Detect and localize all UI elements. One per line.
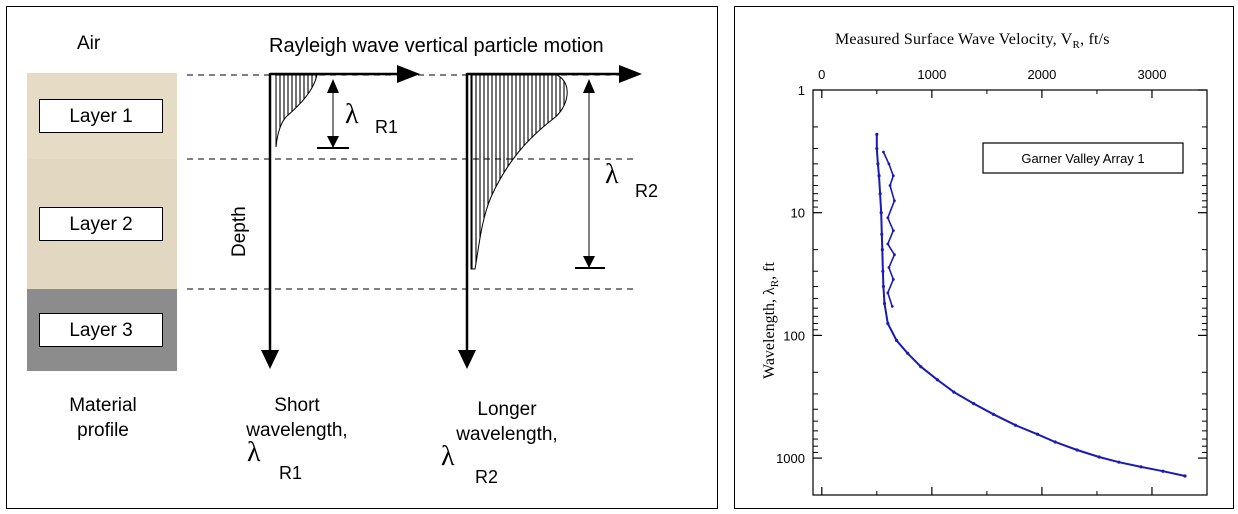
y-tick-label: 1000 bbox=[776, 451, 805, 466]
branch-data-point bbox=[886, 291, 890, 295]
y-tick-label: 100 bbox=[783, 328, 805, 343]
lambda-r1-up-arrow-icon bbox=[327, 79, 339, 93]
data-point bbox=[906, 351, 910, 355]
branch-data-point bbox=[887, 266, 891, 269]
data-point bbox=[1139, 465, 1143, 469]
plot-frame bbox=[812, 89, 1208, 496]
longer-lambda-symbol: λ bbox=[441, 441, 455, 472]
lambda-r2-symbol: λ bbox=[605, 159, 619, 190]
series-main-line bbox=[875, 134, 1186, 477]
data-point bbox=[1097, 455, 1101, 459]
diagram-header: Rayleigh wave vertical particle motion bbox=[269, 35, 604, 57]
lambda-r1-symbol: λ bbox=[345, 99, 359, 130]
data-point bbox=[875, 132, 879, 136]
data-point bbox=[935, 378, 939, 382]
data-point bbox=[919, 365, 923, 369]
lambda-r2-up-arrow-icon bbox=[583, 79, 595, 93]
data-point bbox=[991, 412, 996, 416]
x-tick-label: 3000 bbox=[1138, 67, 1167, 82]
x-tick-label: 2000 bbox=[1027, 67, 1056, 82]
data-point bbox=[876, 162, 880, 166]
data-point bbox=[952, 390, 956, 394]
branch-data-point bbox=[887, 162, 891, 166]
data-point bbox=[880, 248, 884, 252]
branch-data-point bbox=[886, 242, 890, 246]
motion-axis-2-arrow-icon bbox=[619, 65, 642, 83]
legend-label: Garner Valley Array 1 bbox=[1021, 151, 1144, 166]
particle-motion-drawing bbox=[187, 65, 642, 369]
depth-axis-2-arrow-icon bbox=[458, 350, 476, 369]
depth-label: Depth bbox=[229, 206, 250, 257]
short-lambda-subscript: R1 bbox=[279, 463, 303, 483]
short-wavelength-caption: Short wavelength, bbox=[227, 393, 367, 443]
top-axis-title-unit: , ft/s bbox=[1080, 31, 1110, 48]
branch-data-point bbox=[891, 174, 895, 178]
data-point bbox=[1075, 448, 1079, 452]
data-point bbox=[1013, 423, 1018, 427]
velocity-chart-panel: Measured Surface Wave Velocity, VR, ft/s… bbox=[734, 6, 1234, 509]
branch-data-point bbox=[886, 216, 890, 220]
longer-wavelength-caption: Longer wavelength, bbox=[437, 397, 577, 447]
layer-2-block: Layer 2 bbox=[27, 159, 177, 289]
data-point bbox=[882, 301, 887, 306]
long-wave-profile bbox=[470, 74, 568, 270]
short-line-1: Short bbox=[274, 395, 320, 416]
x-tick-label: 0 bbox=[818, 67, 825, 82]
lambda-r2-subscript: R2 bbox=[635, 181, 659, 201]
data-point bbox=[895, 338, 899, 343]
branch-data-point bbox=[882, 150, 885, 154]
branch-data-point bbox=[888, 184, 892, 187]
lambda-r1-down-arrow-icon bbox=[327, 136, 339, 148]
data-point bbox=[1161, 469, 1165, 473]
data-point bbox=[886, 321, 890, 326]
air-label: Air bbox=[77, 33, 101, 54]
layer-2-label: Layer 2 bbox=[39, 207, 163, 241]
rayleigh-diagram-panel: Air Rayleigh wave vertical particle moti… bbox=[6, 6, 718, 509]
y-tick-label: 1 bbox=[798, 83, 805, 98]
short-wave-profile bbox=[275, 74, 318, 148]
short-lambda-symbol: λ bbox=[247, 437, 261, 468]
branch-data-point bbox=[893, 199, 896, 203]
branch-data-point bbox=[891, 229, 895, 233]
lambda-r2-down-arrow-icon bbox=[583, 256, 595, 268]
layer-3-block: Layer 3 bbox=[27, 289, 177, 371]
data-point bbox=[1117, 460, 1121, 464]
top-axis-title-text: Measured Surface Wave Velocity, V bbox=[835, 31, 1073, 48]
branch-data-point bbox=[893, 253, 896, 257]
material-profile-caption: Material profile bbox=[43, 393, 163, 443]
data-point bbox=[1053, 440, 1057, 444]
data-point bbox=[878, 192, 882, 196]
data-point bbox=[881, 284, 886, 289]
motion-axis-1-arrow-icon bbox=[397, 65, 420, 83]
data-point bbox=[879, 211, 883, 215]
layer-3-label: Layer 3 bbox=[39, 313, 163, 347]
material-line-1: Material bbox=[69, 395, 137, 416]
top-axis-title: Measured Surface Wave Velocity, VR, ft/s bbox=[835, 31, 1110, 51]
top-axis-title-sub: R bbox=[1072, 39, 1081, 52]
data-point bbox=[880, 232, 884, 236]
y-tick-label: 10 bbox=[791, 206, 805, 221]
lambda-r1-subscript: R1 bbox=[375, 117, 399, 137]
longer-line-1: Longer bbox=[477, 399, 537, 420]
data-point bbox=[972, 402, 976, 406]
depth-axis-1-arrow-icon bbox=[261, 350, 279, 369]
data-point bbox=[881, 269, 885, 273]
data-point bbox=[877, 174, 881, 178]
layer-1-block: Layer 1 bbox=[27, 73, 177, 159]
data-point bbox=[1035, 432, 1040, 436]
longer-lambda-subscript: R2 bbox=[475, 467, 499, 487]
short-line-2: wavelength, bbox=[246, 420, 348, 441]
branch-data-point bbox=[890, 304, 894, 308]
layer-1-label: Layer 1 bbox=[39, 99, 163, 133]
data-point bbox=[1183, 474, 1187, 478]
x-tick-label: 1000 bbox=[917, 67, 946, 82]
legend-box bbox=[982, 142, 1184, 174]
data-point bbox=[875, 146, 879, 151]
material-line-2: profile bbox=[77, 420, 129, 441]
branch-data-point bbox=[891, 278, 895, 281]
longer-line-2: wavelength, bbox=[456, 424, 558, 445]
